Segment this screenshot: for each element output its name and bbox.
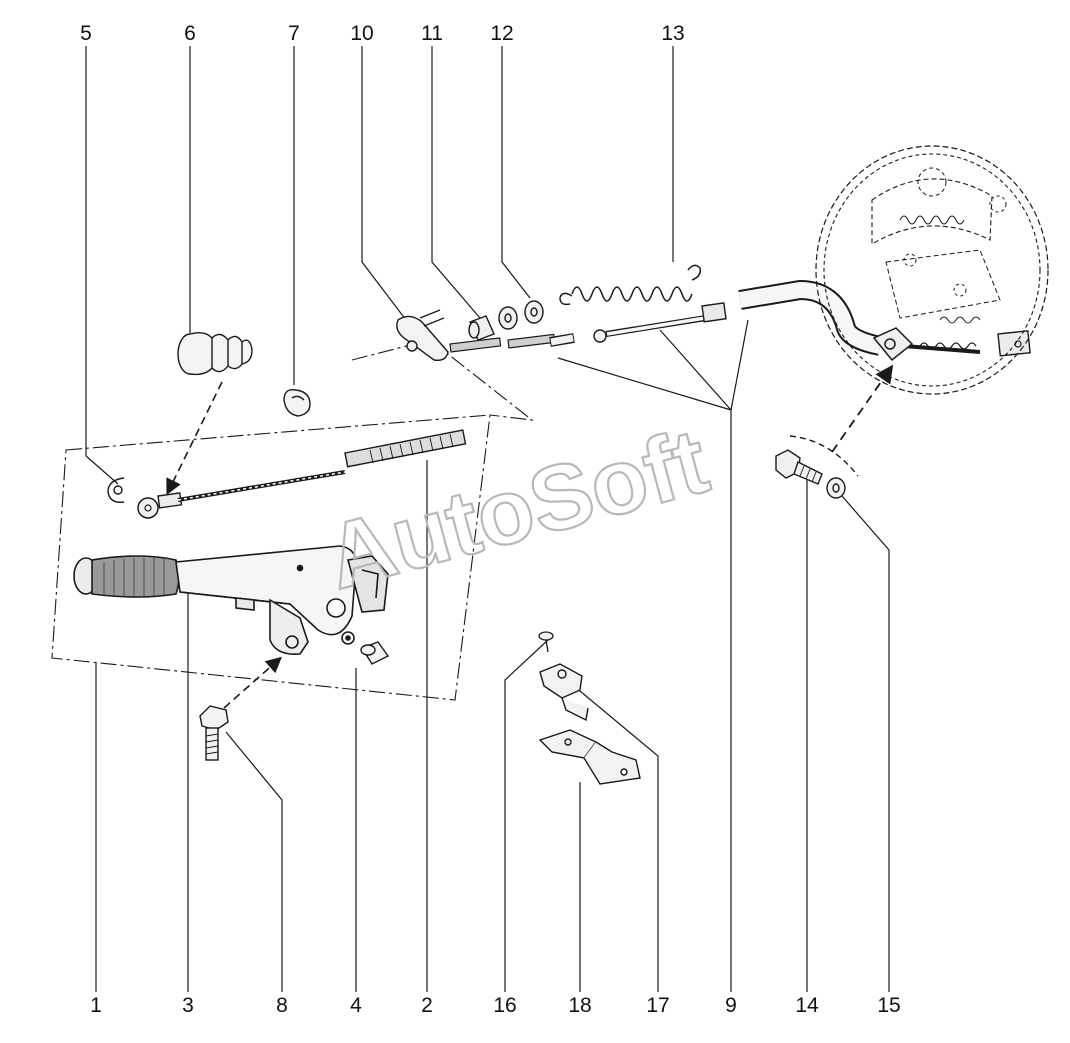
label-16: 16 [493,994,516,1017]
label-14: 14 [795,994,819,1017]
label-2: 2 [421,994,433,1017]
equalizer-rods [449,333,556,353]
label-1: 1 [90,994,102,1017]
label-5: 5 [80,22,92,45]
label-13: 13 [661,22,684,45]
label-17: 17 [646,994,669,1017]
label-8: 8 [276,994,288,1017]
equalizer-part-10 [396,309,449,362]
washer-part-15 [826,477,846,499]
plate-arrow [831,364,894,453]
boot-arrow [166,381,223,496]
leader-lines [85,46,890,992]
label-11: 11 [421,22,443,45]
sleeve-part-11 [468,315,495,341]
equalizer-boundary [351,339,534,421]
label-7: 7 [288,22,300,45]
label-18: 18 [568,994,591,1017]
retaining-clip-part-5 [107,477,125,503]
rubber-boot-part-6 [177,331,253,376]
lever-assembly-boundary [51,414,491,701]
label-6: 6 [184,22,196,45]
bracket-part-18 [538,729,641,785]
label-3: 3 [182,994,194,1017]
label-9: 9 [725,994,737,1017]
rear-cable-part-9 [549,279,1031,357]
label-10: 10 [350,22,373,45]
cable-end-fitting [872,327,914,362]
front-cable-part-2 [137,429,467,519]
screw-part-16 [538,631,554,653]
bolt-arrow [223,656,282,709]
pin-part-4 [360,641,390,665]
watermark-text: AutoSoft [316,410,717,609]
spring-part-13 [559,264,702,306]
clip-part-7 [283,389,311,417]
mounting-arc [789,435,859,477]
label-4: 4 [350,994,362,1017]
brake-backing-plate [815,145,1049,395]
label-15: 15 [877,994,900,1017]
label-12: 12 [490,22,513,45]
bolt-part-14 [775,449,823,485]
nuts-part-12 [498,300,544,330]
bolt-part-8 [199,705,229,761]
hand-brake-lever-part-3 [73,545,389,656]
bracket-part-17 [539,663,589,722]
